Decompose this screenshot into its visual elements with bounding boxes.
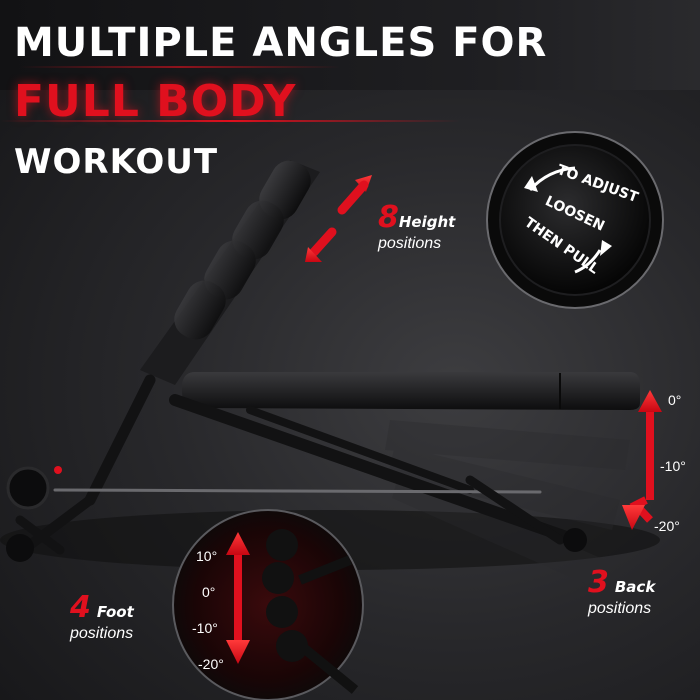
adjust-knob-callout (486, 131, 664, 309)
headline-line-1: MULTIPLE ANGLES FOR (14, 20, 548, 66)
back-word: Back (614, 578, 656, 596)
foot-angle-label: -20° (198, 656, 224, 672)
foot-zoom-callout (172, 509, 364, 700)
height-count: 8 (378, 200, 399, 235)
headline-line-3: WORKOUT (14, 142, 219, 182)
back-angle-label: -10° (660, 458, 686, 474)
foot-angle-label: 10° (196, 548, 218, 564)
back-callout: 3 Back positions (588, 565, 655, 618)
back-angle-label: -20° (654, 518, 680, 534)
height-callout: 8Height positions (378, 200, 455, 253)
bench-frame (15, 374, 581, 555)
foot-count: 4 (70, 590, 91, 625)
red-divider-line (20, 66, 340, 68)
front-wheel (6, 466, 50, 510)
back-count: 3 (588, 565, 609, 600)
seat-pad (182, 372, 640, 410)
back-sub: positions (588, 600, 652, 617)
back-angle-label: 0° (668, 392, 682, 408)
red-divider-line (0, 120, 460, 122)
foot-angle-arrow (226, 532, 250, 664)
height-word: Height (398, 213, 456, 231)
height-arrow (305, 175, 372, 262)
backrest (140, 160, 320, 385)
foot-callout: 4 Foot positions (70, 590, 134, 643)
foot-angle-label: -10° (192, 620, 218, 636)
back-angle-arrow (622, 390, 662, 530)
foot-sub: positions (70, 625, 134, 642)
header-band (0, 0, 700, 90)
rear-foot (563, 528, 587, 552)
foot-word: Foot (96, 603, 134, 621)
foot-angle-label: 0° (202, 584, 216, 600)
front-foot (6, 534, 34, 562)
height-sub: positions (378, 235, 442, 252)
headline-line-2: FULL BODY (14, 76, 297, 127)
